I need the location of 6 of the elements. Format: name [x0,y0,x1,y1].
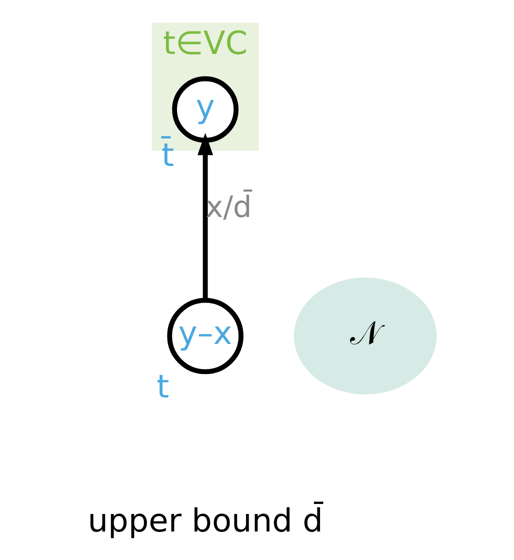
label: upper bound d̄ [88,501,323,540]
node-label: t [156,367,170,406]
node-ellipse: 𝒩 [294,278,437,394]
node-circle: y [172,76,239,143]
arrow [198,132,214,300]
node-circle: y–x [167,298,244,374]
